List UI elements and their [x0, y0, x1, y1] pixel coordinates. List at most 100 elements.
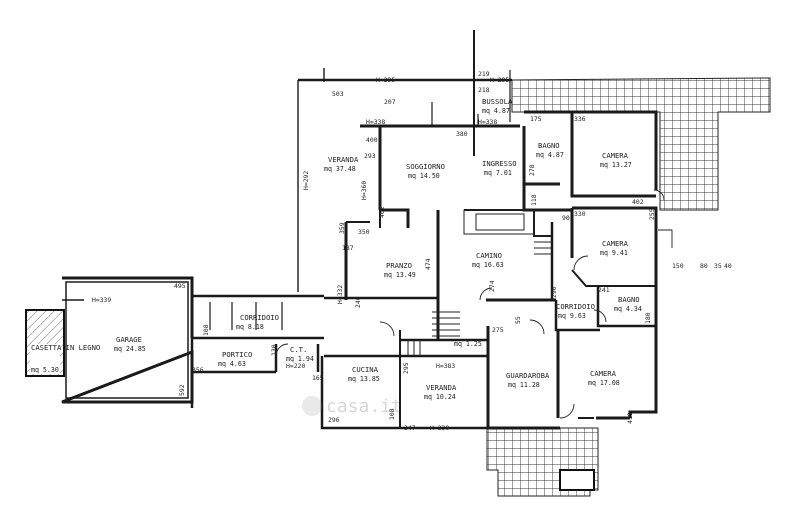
room-area-camera-ne: mq 13.27 — [600, 161, 632, 169]
dim-label: H=220 — [286, 362, 305, 370]
room-area-camera-se: mq 17.08 — [588, 379, 620, 387]
room-name-portico: PORTICO — [222, 350, 252, 359]
dim-label: H=339 — [92, 296, 111, 304]
room-area-veranda-w: mq 37.48 — [324, 165, 356, 173]
room-area-bagno-e: mq 4.34 — [614, 305, 642, 313]
dim-label: 90 — [562, 214, 570, 222]
room-area-small: mq 1.25 — [454, 340, 482, 348]
dim-label: 293 — [364, 152, 376, 160]
room-area-bagno-n: mq 4.87 — [536, 151, 564, 159]
room-area-garage: mq 24.85 — [114, 345, 146, 353]
dim-label: 219 — [478, 70, 490, 78]
dim-label: H=292 — [302, 171, 310, 190]
doors — [275, 189, 673, 419]
room-area-ingresso: mq 7.01 — [484, 169, 512, 177]
room-area-camera-e: mq 9.41 — [600, 249, 628, 257]
dim-label: 274 — [488, 280, 496, 292]
dim-label: 180 — [644, 312, 652, 324]
dim-label: 359 — [338, 222, 346, 234]
dim-label: 275 — [492, 326, 504, 334]
room-area-bussola: mq 4.87 — [482, 107, 510, 115]
dim-label: H=360 — [360, 181, 368, 200]
dim-label: 278 — [528, 164, 536, 176]
stair-camino — [463, 209, 552, 255]
dim-label: 35 — [714, 262, 722, 270]
dim-label: 241 — [598, 286, 610, 294]
dim-label: H=295 — [376, 76, 395, 84]
dim-label: 108 — [388, 408, 396, 420]
terrace-south — [486, 427, 599, 497]
dim-label: H=332 — [336, 285, 344, 304]
dim-label: H=338 — [478, 118, 497, 126]
dim-label: 165 — [312, 374, 324, 382]
room-area-corridoio-e: mq 9.63 — [558, 312, 586, 320]
room-name-bussola: BUSSOLA — [482, 97, 513, 106]
dim-label: H=295 — [490, 76, 509, 84]
room-area-ct: mq 1.94 — [286, 355, 314, 363]
casetta-in-legno — [25, 309, 65, 377]
room-area-cucina: mq 13.85 — [348, 375, 380, 383]
room-area-pranzo: mq 13.49 — [384, 271, 416, 279]
room-name-casetta: CASETTA IN LEGNO — [31, 343, 100, 352]
room-name-camera-se: CAMERA — [590, 369, 617, 378]
dim-label: H=330 — [430, 424, 449, 432]
dim-label: 295 — [402, 362, 410, 374]
room-area-casetta: mq 5.30 — [31, 366, 59, 374]
dim-label: 207 — [384, 98, 396, 106]
dim-label: 130 — [270, 344, 278, 356]
room-name-pranzo: PRANZO — [386, 261, 412, 270]
dim-label: H=338 — [366, 118, 385, 126]
dim-label: 108 — [202, 324, 210, 336]
room-labels: CASETTA IN LEGNO mq 5.30 GARAGE mq 24.85… — [31, 97, 642, 401]
dim-label: 350 — [358, 228, 370, 236]
dim-label: 400 — [366, 136, 378, 144]
dim-label: 150 — [672, 262, 684, 270]
dim-label: 118 — [530, 194, 538, 206]
room-name-camera-e: CAMERA — [602, 239, 629, 248]
room-name-camera-ne: CAMERA — [602, 151, 629, 160]
dim-label: 380 — [456, 130, 468, 138]
dim-label: 187 — [342, 244, 354, 252]
room-name-cucina: CUCINA — [352, 365, 379, 374]
dim-label: 356 — [192, 366, 204, 374]
room-area-camino: mq 16.63 — [472, 261, 504, 269]
dim-label: 503 — [332, 90, 344, 98]
room-name-veranda-s: VERANDA — [426, 383, 457, 392]
room-area-soggiorno: mq 14.50 — [408, 172, 440, 180]
dim-label: 330 — [574, 210, 586, 218]
room-area-portico: mq 4.63 — [218, 360, 246, 368]
room-name-bagno-n: BAGNO — [538, 141, 560, 150]
room-name-corridoio-e: CORRIDOIO — [556, 302, 595, 311]
dim-label: 55 — [514, 316, 522, 324]
dim-label: 296 — [328, 416, 340, 424]
room-area-guardaroba: mq 11.28 — [508, 381, 540, 389]
dim-label: 495 — [174, 282, 186, 290]
dim-label: 80 — [700, 262, 708, 270]
dim-label: 336 — [574, 115, 586, 123]
dim-label: 592 — [178, 384, 186, 396]
dim-label: 347 — [404, 424, 416, 432]
room-name-ingresso: INGRESSO — [482, 159, 517, 168]
watermark-text: casa.it — [326, 396, 402, 417]
room-area-corridoio-w: mq 8.18 — [236, 323, 264, 331]
room-name-guardaroba: GUARDAROBA — [506, 371, 550, 380]
dim-label: 175 — [530, 115, 542, 123]
dim-label: 402 — [378, 206, 386, 218]
room-name-corridoio-w: CORRIDOIO — [240, 313, 279, 322]
dim-label: 474 — [424, 258, 432, 270]
dim-label: 40 — [724, 262, 732, 270]
room-name-ct: C.T. — [290, 345, 307, 354]
room-name-camino: CAMINO — [476, 251, 502, 260]
dim-label: 218 — [478, 86, 490, 94]
room-name-garage: GARAGE — [116, 335, 142, 344]
dim-label: 410 — [626, 412, 634, 424]
dim-label: 402 — [632, 198, 644, 206]
stair-central — [407, 311, 460, 356]
dimension-labels: H=295 219 H=295 218 503 207 H=338 H=338 … — [92, 70, 732, 432]
dim-label: 255 — [648, 208, 656, 220]
dim-label: 296 — [550, 286, 558, 298]
room-name-bagno-e: BAGNO — [618, 295, 640, 304]
room-area-veranda-s: mq 10.24 — [424, 393, 456, 401]
dim-label: 246 — [354, 296, 362, 308]
